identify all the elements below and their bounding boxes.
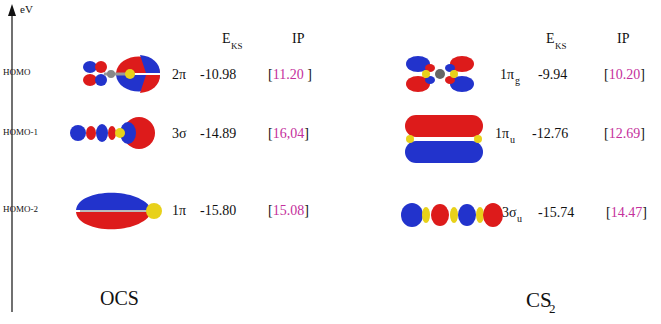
column-subscript: KS	[231, 42, 243, 51]
orbital-label: 3σ	[172, 127, 187, 141]
orbital-subscript: u	[517, 214, 522, 224]
orbital-label: 1π	[500, 68, 514, 82]
orbital-label: 2π	[172, 68, 186, 82]
column-header: IP	[292, 32, 304, 46]
column-header: IP	[617, 32, 629, 46]
ocs-homo2-orbital	[76, 193, 162, 230]
column-subscript: KS	[555, 42, 567, 51]
ocs-homo1-orbital	[70, 117, 155, 149]
molecule-name: OCS	[100, 288, 139, 308]
ks-energy: -14.89	[200, 127, 236, 141]
level-name: HOMO	[3, 68, 31, 77]
ocs-homo-orbital	[83, 55, 160, 93]
axis-unit: eV	[20, 4, 33, 15]
cs2-homo1-orbital	[405, 115, 483, 163]
cs2-homo2-orbital	[401, 203, 503, 227]
level-name: HOMO-2	[3, 205, 38, 214]
orbital-subscript: g	[515, 76, 520, 86]
ks-energy: -15.74	[538, 206, 574, 220]
molecule-name: CS	[526, 290, 552, 311]
orbital-label: 1π	[495, 127, 509, 141]
orbital-label: 3σ	[502, 206, 517, 220]
ionization-potential: [16,04]	[268, 127, 309, 141]
ionization-potential: [14.47]	[606, 206, 647, 220]
axis-arrowhead	[8, 4, 16, 16]
energy-axis	[11, 14, 12, 312]
ionization-potential: [10.20]	[604, 68, 645, 82]
molecule-subscript: 2	[549, 302, 556, 315]
ionization-potential: [15.08]	[268, 204, 309, 218]
ks-energy: -12.76	[532, 127, 568, 141]
column-header: E	[546, 32, 555, 46]
ks-energy: -15.80	[200, 204, 236, 218]
ks-energy: -10.98	[200, 68, 236, 82]
ionization-potential: [12.69]	[604, 127, 645, 141]
cs2-homo-orbital	[406, 56, 474, 92]
ionization-potential: [11.20 ]	[268, 68, 312, 82]
column-header: E	[222, 32, 231, 46]
orbital-subscript: u	[510, 135, 515, 145]
ks-energy: -9.94	[538, 68, 567, 82]
level-name: HOMO-1	[3, 128, 38, 137]
orbital-label: 1π	[172, 204, 186, 218]
